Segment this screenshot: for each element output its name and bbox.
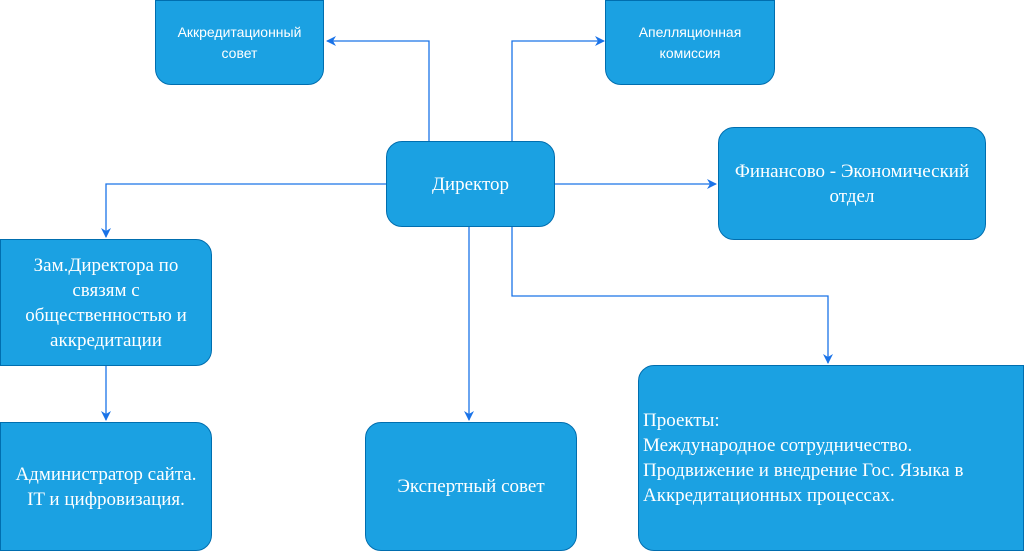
finance-department-node[interactable]: Финансово - Экономический отдел: [718, 127, 986, 240]
expert-council-node[interactable]: Экспертный совет: [365, 422, 577, 551]
deputy-director-label: Зам.Директора по связям с общественность…: [25, 254, 187, 351]
deputy-director-node[interactable]: Зам.Директора по связям с общественность…: [0, 239, 212, 366]
finance-department-label: Финансово - Экономический отдел: [734, 160, 970, 207]
accreditation-council-node[interactable]: Аккредитационный совет: [155, 0, 324, 85]
accreditation-council-label: Аккредитационный совет: [177, 23, 302, 61]
site-administrator-label: Администратор сайта. IT и цифровизация.: [15, 463, 197, 510]
projects-node[interactable]: Проекты: Международное сотрудничество. П…: [638, 365, 1024, 551]
director-label: Директор: [431, 173, 510, 195]
edge-director-to-deputy-director: [101, 183, 386, 238]
edge-director-to-projects: [511, 227, 833, 364]
expert-council-label: Экспертный совет: [397, 476, 545, 497]
edge-director-to-accreditation-council: [326, 36, 430, 141]
projects-label: Проекты: Международное сотрудничество. П…: [643, 410, 964, 506]
director-node[interactable]: Директор: [386, 141, 555, 227]
edge-director-to-appeal-commission: [511, 36, 605, 141]
appeal-commission-node[interactable]: Апелляционная комиссия: [605, 0, 775, 85]
appeal-commission-label: Апелляционная комиссия: [638, 23, 742, 61]
site-administrator-node[interactable]: Администратор сайта. IT и цифровизация.: [0, 422, 212, 551]
